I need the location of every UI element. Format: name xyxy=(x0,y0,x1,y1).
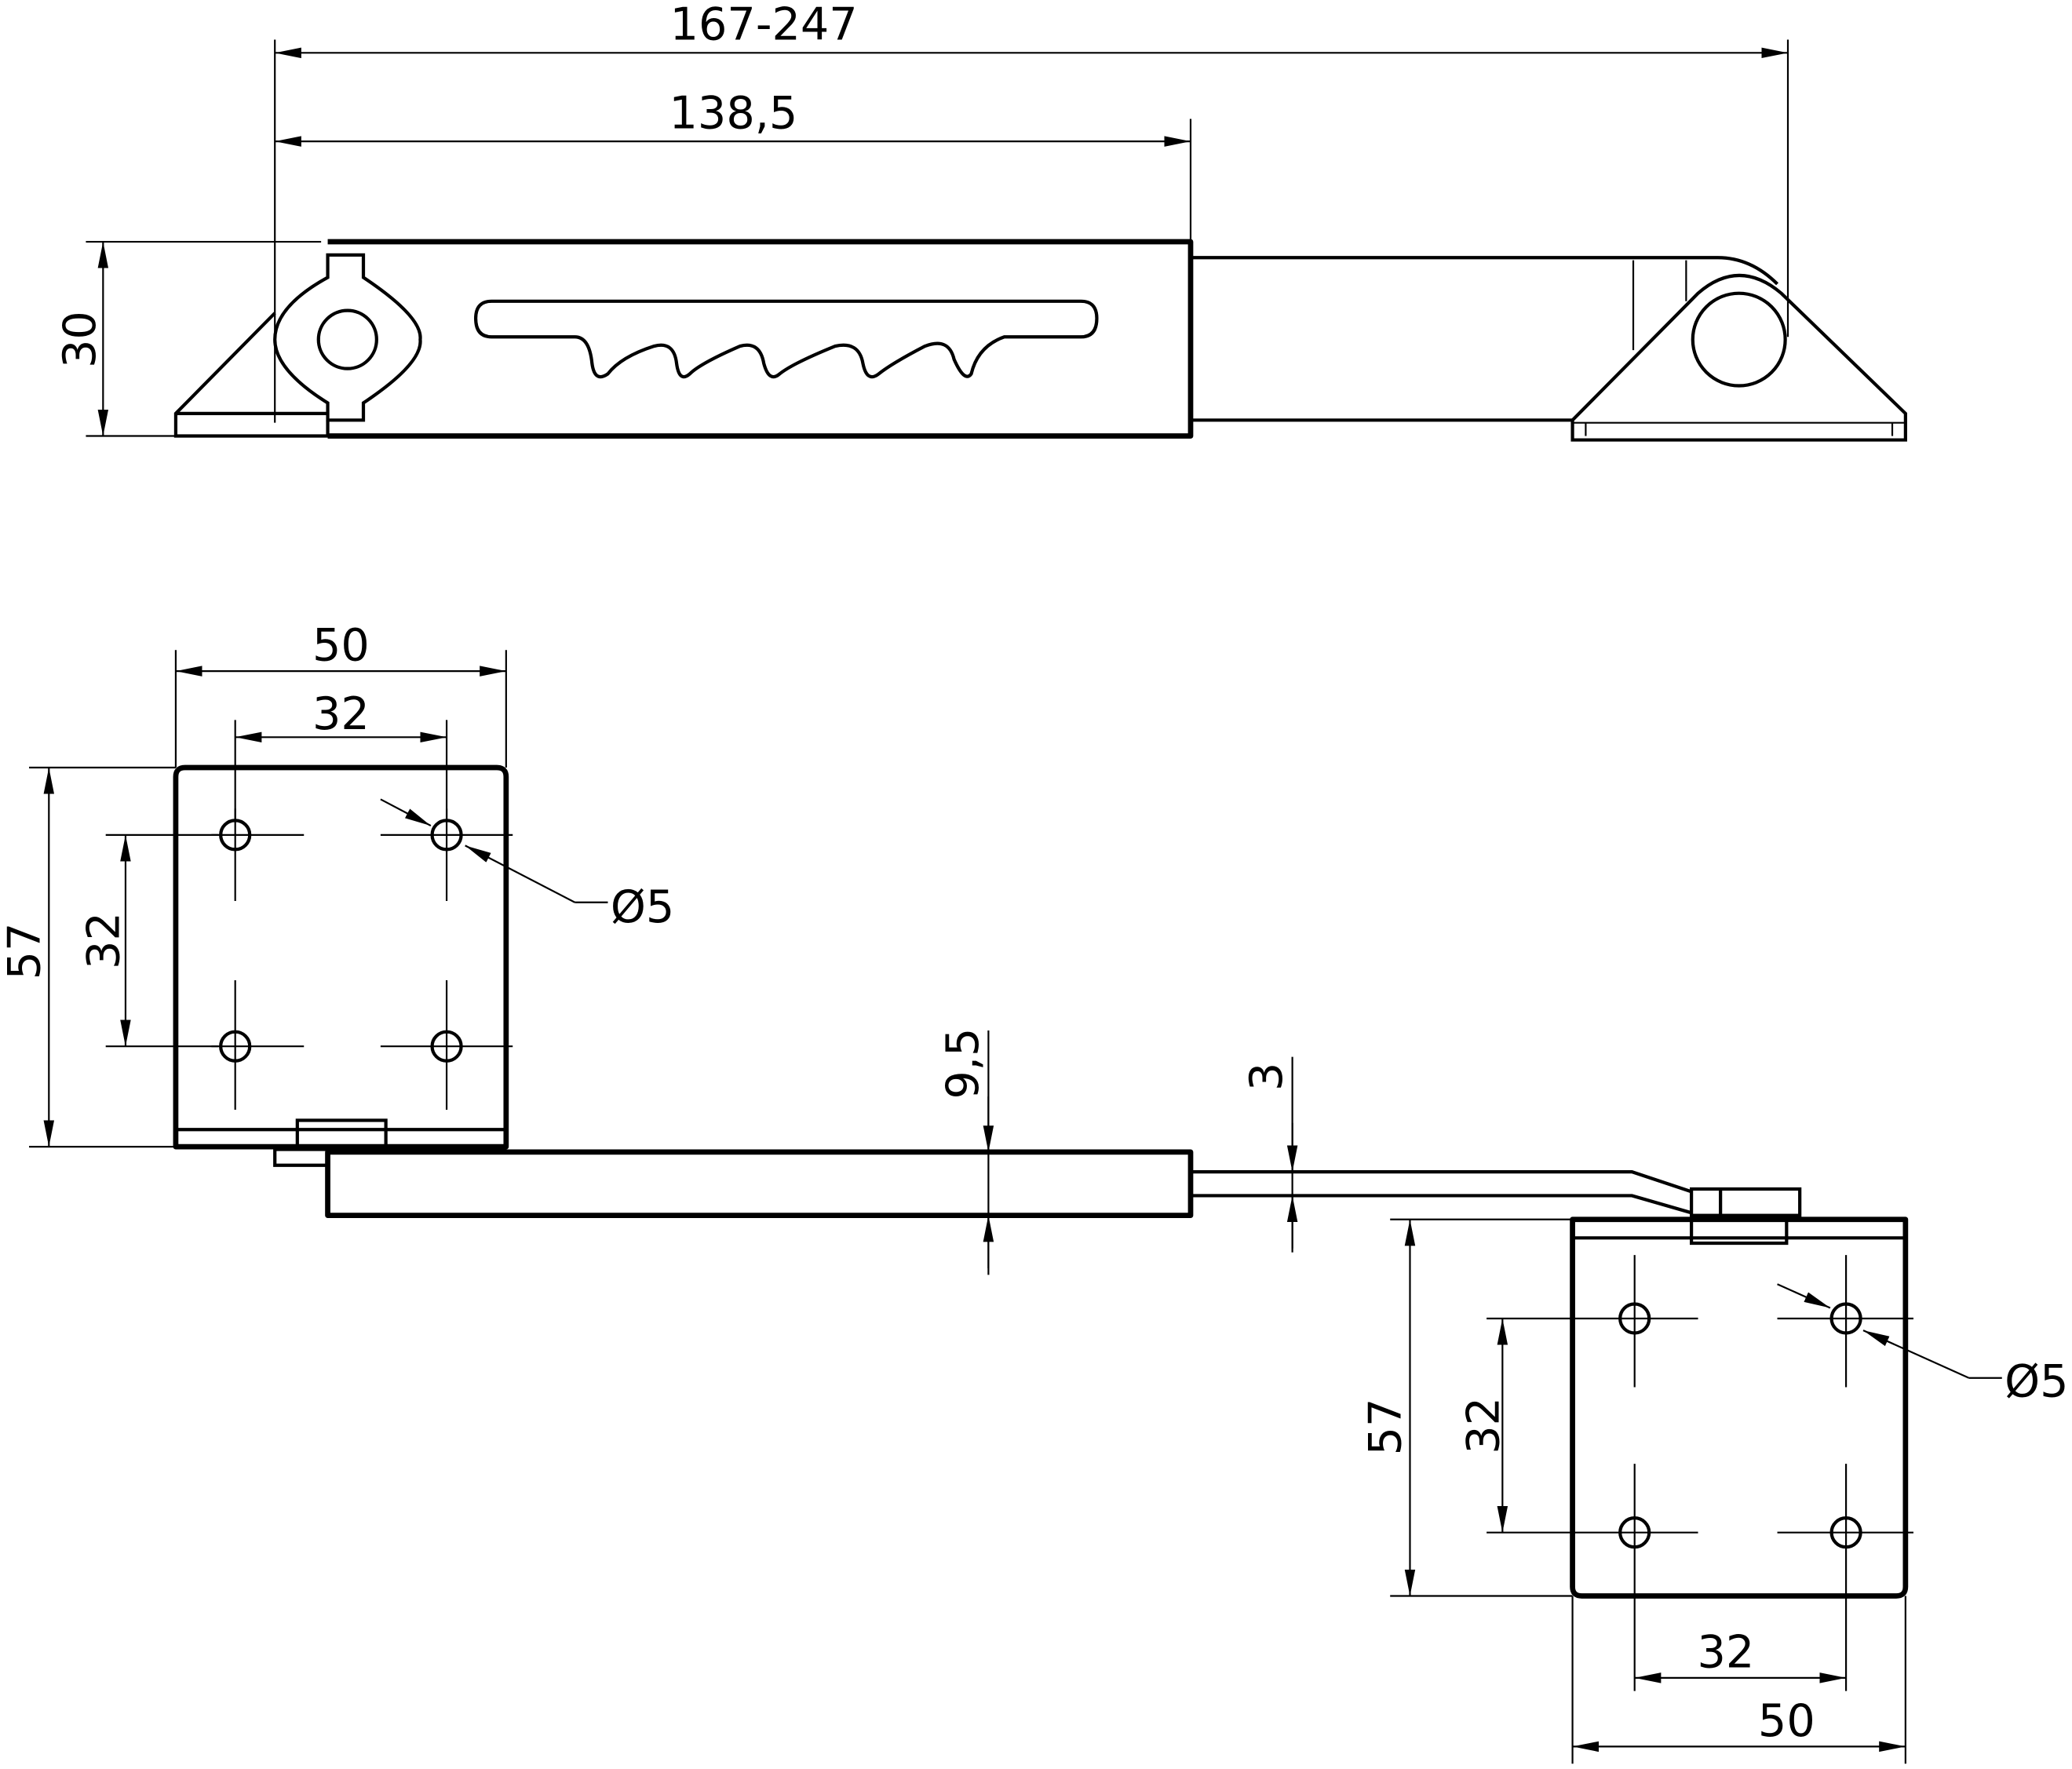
dimension-overall-length: 167-247 xyxy=(274,0,1789,423)
dimension-right-height: 57 xyxy=(1360,1218,1573,1597)
right-plate-view: 57 32 32 50 Ø5 xyxy=(1360,1216,2069,1764)
left-mounting-plate xyxy=(173,764,513,1150)
right-mounting-plate xyxy=(1487,1216,1913,1691)
mounting-holes xyxy=(1487,1255,1913,1691)
height-label: 30 xyxy=(54,311,106,368)
right-bracket xyxy=(1570,273,1907,442)
dimension-arm-thickness: 9,5 xyxy=(937,1028,994,1275)
stay-rod xyxy=(1190,256,1779,422)
arm-side-view: 9,5 3 xyxy=(273,1028,1802,1275)
left-hole-spacing-x-label: 32 xyxy=(312,688,370,740)
dimension-right-hole-spacing-y: 32 xyxy=(1457,1318,1509,1533)
stay-body xyxy=(173,239,1194,439)
right-width-label: 50 xyxy=(1758,1695,1815,1747)
rod-thickness-label: 3 xyxy=(1241,1063,1293,1091)
left-plate-view: 50 32 57 32 Ø5 xyxy=(0,620,674,1150)
dimension-body-length: 138,5 xyxy=(275,87,1192,243)
left-hole-diameter-label: Ø5 xyxy=(611,881,674,933)
dimension-rod-thickness: 3 xyxy=(1241,1056,1298,1253)
left-height-label: 57 xyxy=(0,923,51,980)
dimension-left-height: 57 xyxy=(0,766,176,1148)
dimension-right-width: 50 xyxy=(1571,1596,1906,1764)
dimension-left-hole-spacing-y: 32 xyxy=(78,833,218,1048)
right-hole-diameter-label: Ø5 xyxy=(2005,1355,2068,1407)
left-width-label: 50 xyxy=(312,620,370,672)
right-hole-diameter-callout: Ø5 xyxy=(1777,1283,2069,1407)
left-hole-spacing-y-label: 32 xyxy=(78,912,130,969)
dimension-right-hole-spacing-x: 32 xyxy=(1634,1626,1847,1683)
right-hole-spacing-y-label: 32 xyxy=(1457,1397,1509,1454)
body-length-label: 138,5 xyxy=(669,87,798,139)
right-height-label: 57 xyxy=(1360,1399,1412,1456)
mounting-holes xyxy=(211,808,513,1111)
top-view: 167-247 138,5 30 xyxy=(54,0,1907,442)
left-hole-diameter-callout: Ø5 xyxy=(380,798,674,933)
dimension-left-width: 50 xyxy=(174,620,507,768)
arm-thickness-label: 9,5 xyxy=(937,1028,989,1100)
right-hole-spacing-x-label: 32 xyxy=(1697,1626,1754,1678)
dimension-height: 30 xyxy=(54,240,324,437)
dimension-left-hole-spacing-x: 32 xyxy=(234,688,448,819)
overall-length-label: 167-247 xyxy=(670,0,858,50)
